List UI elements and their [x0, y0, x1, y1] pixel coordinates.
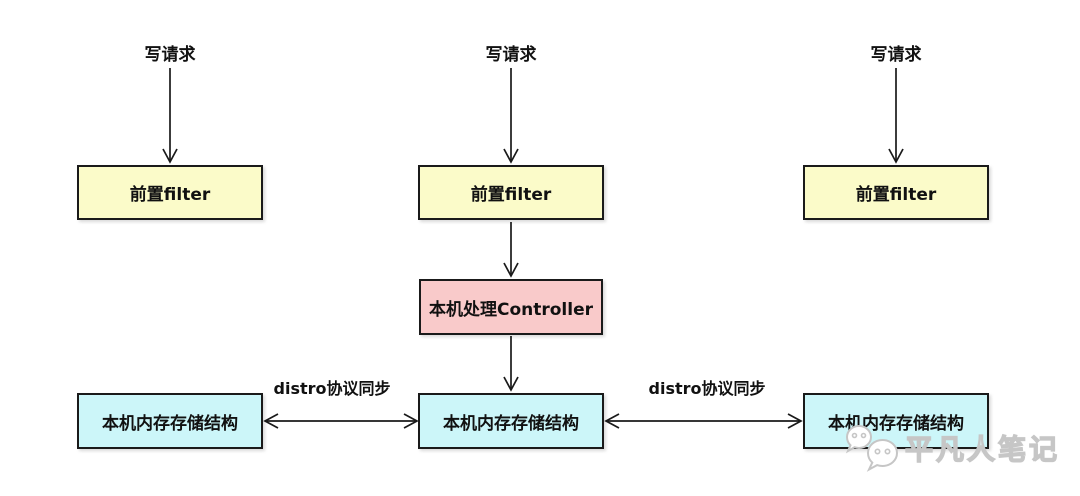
arrowhead-controller-to-storage [503, 376, 519, 392]
arrowhead-sync-right-west [604, 413, 620, 429]
controller-box: 本机处理Controller [419, 279, 603, 335]
arrowhead-sync-right-east [787, 413, 803, 429]
wechat-icon [845, 424, 899, 472]
arrowhead-request-right [888, 148, 904, 164]
storage-box-middle: 本机内存存储结构 [418, 393, 604, 449]
sync-label-right: distro协议同步 [648, 379, 766, 398]
arrowhead-sync-left-east [403, 413, 419, 429]
storage-box-left: 本机内存存储结构 [77, 393, 263, 449]
filter-box-right: 前置filter [803, 165, 989, 220]
filter-box-left: 前置filter [77, 165, 263, 220]
watermark: 平凡人笔记 [843, 424, 1060, 472]
write-request-label-middle: 写请求 [485, 45, 537, 65]
write-request-label-left: 写请求 [144, 45, 196, 65]
filter-box-middle: 前置filter [418, 165, 604, 220]
write-request-label-right: 写请求 [870, 45, 922, 65]
arrowhead-request-left [162, 148, 178, 164]
watermark-text: 平凡人笔记 [904, 432, 1061, 466]
arrowhead-filter-to-controller [503, 262, 519, 278]
arrowhead-request-middle [503, 148, 519, 164]
sync-label-left: distro协议同步 [273, 379, 391, 398]
arrowhead-sync-left-west [263, 413, 279, 429]
